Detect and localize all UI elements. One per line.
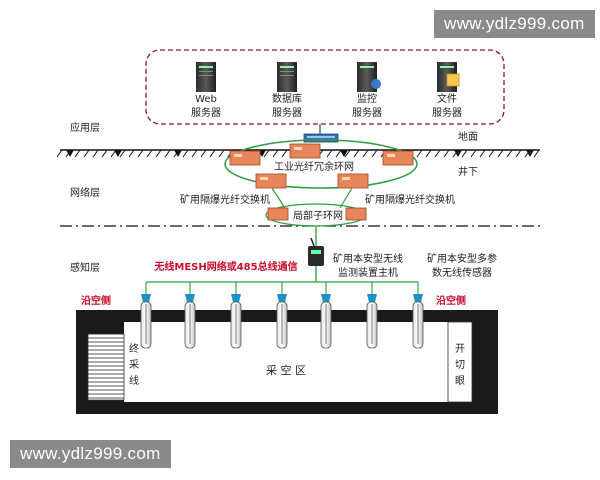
local-switch-icon [345, 207, 367, 221]
switch-left-label: 矿用隔爆光纤交换机 [180, 193, 270, 206]
layer-label-network: 网络层 [70, 186, 100, 199]
server-db-label-2: 服务器 [272, 106, 302, 119]
terminal-line-char-3: 线 [129, 374, 139, 387]
ground-underground-label: 井下 [458, 165, 478, 178]
server-web-label-2: 服务器 [191, 106, 221, 119]
cut-eye-box [447, 321, 473, 403]
terminal-line-char-1: 终 [129, 342, 139, 355]
host-label-2: 监测装置主机 [338, 266, 398, 279]
cut-eye-char-3: 眼 [455, 375, 465, 387]
server-file-label-2: 服务器 [432, 106, 462, 119]
server-web-icon [196, 62, 216, 92]
sensor-icon [320, 294, 332, 349]
ground-marker-icon [340, 150, 348, 157]
sensor-icon [184, 294, 196, 349]
local-switch-icon [267, 207, 289, 221]
server-group-box [145, 49, 505, 125]
sensor-label-2: 数无线传感器 [432, 266, 492, 279]
sensor-icon [276, 294, 288, 349]
right-road-label: 沿空侧 [436, 294, 466, 307]
layer-label-perception: 感知层 [70, 261, 100, 274]
server-monitor-label-2: 服务器 [352, 106, 382, 119]
watermark-bottom: www.ydlz999.com [10, 440, 171, 468]
watermark-top: www.ydlz999.com [434, 10, 595, 38]
cut-eye-char-2: 切 [455, 359, 465, 371]
sensor-label-1: 矿用本安型多参 [427, 252, 497, 265]
terminal-line-char-2: 采 [129, 359, 139, 371]
switch-right-label: 矿用隔爆光纤交换机 [365, 193, 455, 206]
left-road-label: 沿空侧 [81, 294, 111, 307]
layer-label-application: 应用层 [70, 121, 100, 134]
ground-marker-icon [526, 150, 534, 157]
sensor-icon [140, 294, 152, 349]
ground-marker-icon [114, 150, 122, 157]
left-hatch [87, 333, 125, 401]
ring-label: 工业光纤冗余环网 [274, 160, 354, 173]
sensor-icon [230, 294, 242, 349]
server-web-label-1: Web [195, 94, 217, 105]
server-database-icon [277, 62, 297, 92]
sensor-icon [366, 294, 378, 349]
host-label-1: 矿用本安型无线 [333, 252, 403, 265]
ground-marker-icon [454, 150, 462, 157]
sensor-icon [412, 294, 424, 349]
wireless-host-icon [308, 237, 324, 266]
ground-surface-label: 地面 [458, 130, 478, 143]
core-switch-icon [303, 133, 339, 143]
server-file-label-1: 文件 [437, 92, 457, 105]
comm-label: 无线MESH网络或485总线通信 [153, 260, 297, 273]
server-db-label-1: 数据库 [272, 92, 302, 105]
ground-marker-icon [66, 150, 74, 157]
server-monitor-label-1: 监控 [357, 92, 377, 105]
cut-eye-char-1: 开 [455, 344, 465, 355]
ground-marker-icon [174, 150, 182, 157]
local-ring-label: 局部子环网 [293, 209, 343, 222]
server-file-icon [437, 62, 460, 92]
server-monitor-icon [357, 62, 381, 92]
goaf-label: 采 空 区 [266, 363, 306, 377]
fiber-ring [224, 139, 418, 189]
